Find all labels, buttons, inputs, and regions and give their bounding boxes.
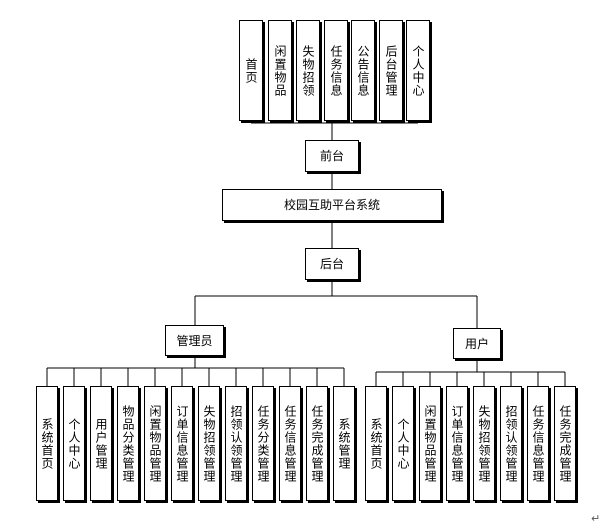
user-item-5-label: 招领认领管理 — [504, 404, 518, 483]
admin-item-7: 招领认领管理 — [225, 386, 247, 501]
admin-item-0: 系统首页 — [36, 386, 58, 501]
admin-item-10: 任务完成管理 — [306, 386, 328, 501]
admin-item-5-label: 订单信息管理 — [175, 404, 189, 483]
admin-item-2-label: 用户管理 — [94, 417, 108, 470]
front-item-1: 闲置物品 — [268, 20, 292, 121]
user-item-2: 闲置物品管理 — [419, 386, 441, 501]
admin-item-11-label: 系统管理 — [337, 417, 351, 470]
admin-item-4: 闲置物品管理 — [144, 386, 166, 501]
admin-item-1: 个人中心 — [63, 386, 85, 501]
user-item-1-label: 个人中心 — [396, 417, 410, 470]
user-item-4-label: 失物招领管理 — [477, 404, 491, 483]
user-item-0-label: 系统首页 — [369, 417, 383, 470]
admin-item-2: 用户管理 — [90, 386, 112, 501]
user-item-5: 招领认领管理 — [500, 386, 522, 501]
user-item-7: 任务完成管理 — [554, 386, 576, 501]
user-label: 用户 — [464, 336, 489, 351]
frontend-node: 前台 — [305, 140, 359, 172]
admin-item-6: 失物招领管理 — [198, 386, 220, 501]
root-label: 校园互助平台系统 — [283, 198, 380, 212]
backend-label: 后台 — [319, 257, 344, 271]
paragraph-mark: ↵ — [591, 512, 601, 525]
frontend-label: 前台 — [319, 149, 344, 163]
front-item-6-label: 个人中心 — [411, 44, 425, 97]
front-item-2: 失物招领 — [296, 20, 320, 121]
admin-item-3-label: 物品分类管理 — [121, 404, 135, 483]
backend-node: 后台 — [305, 248, 359, 280]
admin-item-4-label: 闲置物品管理 — [148, 404, 162, 483]
root-node: 校园互助平台系统 — [222, 189, 442, 221]
admin-item-8: 任务分类管理 — [252, 386, 274, 501]
admin-item-9: 任务信息管理 — [279, 386, 301, 501]
admin-label: 管理员 — [176, 333, 213, 348]
front-item-0-label: 首页 — [244, 57, 258, 84]
user-item-3: 订单信息管理 — [446, 386, 468, 501]
user-item-0: 系统首页 — [365, 386, 387, 501]
front-item-4: 公告信息 — [351, 20, 375, 121]
user-node: 用户 — [453, 328, 501, 359]
user-item-1: 个人中心 — [392, 386, 414, 501]
front-item-1-label: 闲置物品 — [273, 44, 287, 97]
admin-item-7-label: 招领认领管理 — [229, 404, 243, 483]
user-item-2-label: 闲置物品管理 — [423, 404, 437, 483]
front-item-5-label: 后台管理 — [384, 44, 398, 97]
front-item-3: 任务信息 — [324, 20, 348, 121]
user-item-3-label: 订单信息管理 — [450, 404, 464, 483]
admin-item-6-label: 失物招领管理 — [202, 404, 216, 483]
user-item-4: 失物招领管理 — [473, 386, 495, 501]
user-item-6: 任务信息管理 — [527, 386, 549, 501]
admin-item-8-label: 任务分类管理 — [256, 404, 270, 483]
front-item-6: 个人中心 — [406, 20, 430, 121]
front-item-2-label: 失物招领 — [301, 44, 315, 97]
admin-item-11: 系统管理 — [333, 386, 355, 501]
admin-item-0-label: 系统首页 — [40, 417, 54, 470]
front-item-3-label: 任务信息 — [329, 44, 343, 97]
front-item-4-label: 公告信息 — [356, 44, 370, 97]
user-item-6-label: 任务信息管理 — [531, 404, 545, 483]
front-item-5: 后台管理 — [379, 20, 403, 121]
front-item-0: 首页 — [239, 20, 263, 121]
admin-item-10-label: 任务完成管理 — [310, 404, 324, 483]
user-item-7-label: 任务完成管理 — [558, 404, 572, 483]
admin-item-9-label: 任务信息管理 — [283, 404, 297, 483]
admin-item-1-label: 个人中心 — [67, 417, 81, 470]
admin-item-5: 订单信息管理 — [171, 386, 193, 501]
admin-item-3: 物品分类管理 — [117, 386, 139, 501]
admin-node: 管理员 — [165, 325, 224, 356]
